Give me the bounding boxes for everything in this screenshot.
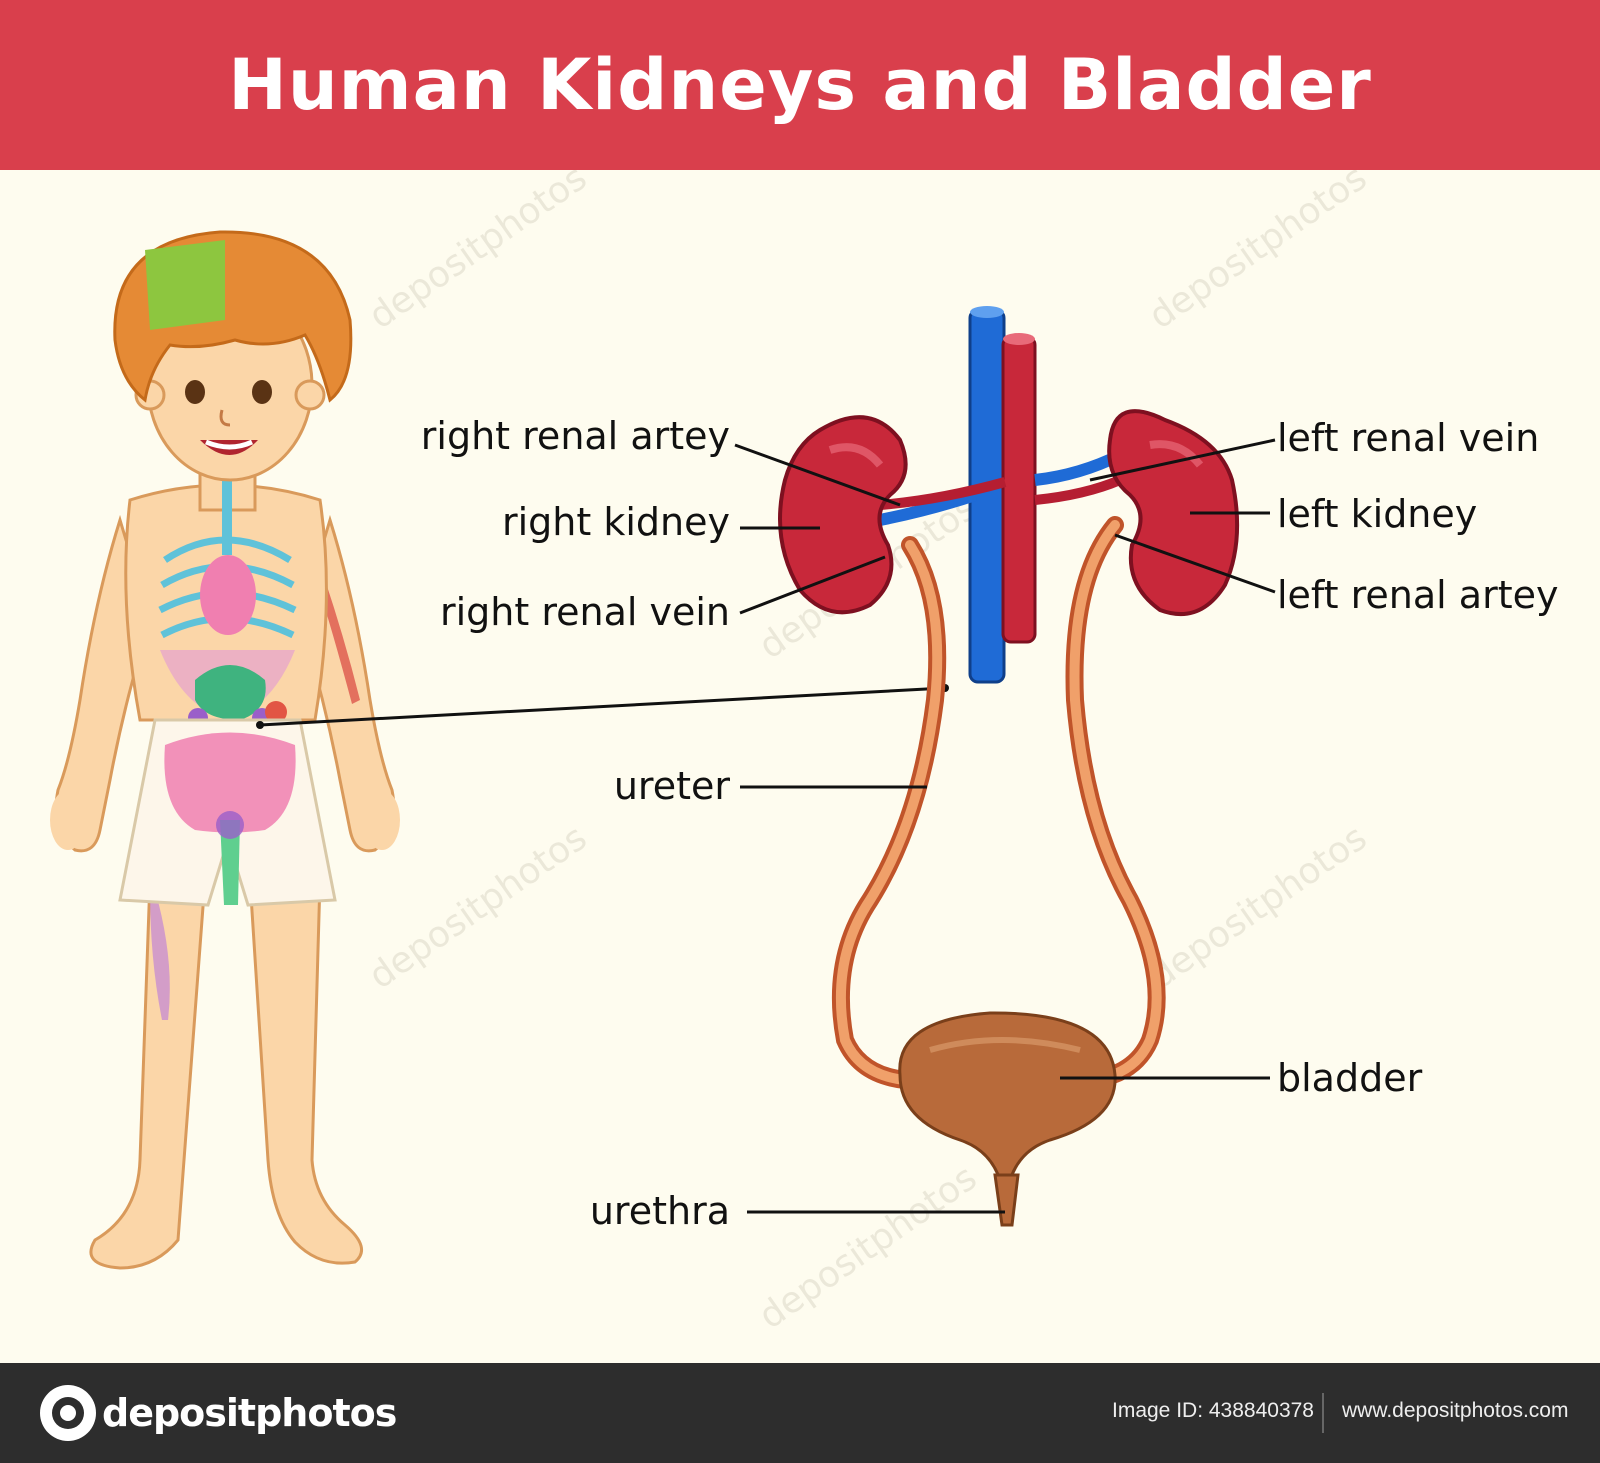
watermark-layer: depositphotos depositphotos depositphoto… <box>362 170 1375 1337</box>
logo-text: depositphotos <box>102 1391 397 1435</box>
watermark-text: depositphotos <box>1142 817 1375 997</box>
site-link[interactable]: www.depositphotos.com <box>1342 1399 1569 1422</box>
watermark-text: depositphotos <box>362 817 595 997</box>
label-ureter: ureter <box>613 764 730 808</box>
diagram-area: depositphotos depositphotos depositphoto… <box>0 170 1600 1363</box>
urinary-system <box>778 306 1240 1227</box>
watermark-text: depositphotos <box>752 1157 985 1337</box>
watermark-text: depositphotos <box>1142 170 1375 337</box>
footer-bar: depositphotos Image ID: 438840378 www.de… <box>0 1363 1600 1463</box>
leader-lines <box>734 438 1276 1214</box>
image-id: Image ID: 438840378 <box>1112 1399 1314 1422</box>
label-right-kidney: right kidney <box>502 500 730 544</box>
label-bladder: bladder <box>1277 1056 1423 1100</box>
camera-logo-icon <box>40 1385 96 1441</box>
page-title: Human Kidneys and Bladder <box>228 44 1372 126</box>
label-left-renal-artery: left renal artey <box>1277 573 1559 617</box>
label-right-renal-artery: right renal artey <box>420 414 730 458</box>
title-banner: Human Kidneys and Bladder <box>0 0 1600 170</box>
brand-logo[interactable]: depositphotos <box>40 1385 397 1441</box>
pointer-line <box>259 686 946 727</box>
label-urethra: urethra <box>589 1189 730 1233</box>
label-right-renal-vein: right renal vein <box>439 590 730 634</box>
label-left-kidney: left kidney <box>1277 492 1478 536</box>
diagram-illustration: depositphotos depositphotos depositphoto… <box>50 170 1375 1337</box>
boy-figure <box>50 230 400 1270</box>
watermark-text: depositphotos <box>362 170 595 337</box>
label-left-renal-vein: left renal vein <box>1277 416 1540 460</box>
footer-divider <box>1322 1393 1324 1433</box>
